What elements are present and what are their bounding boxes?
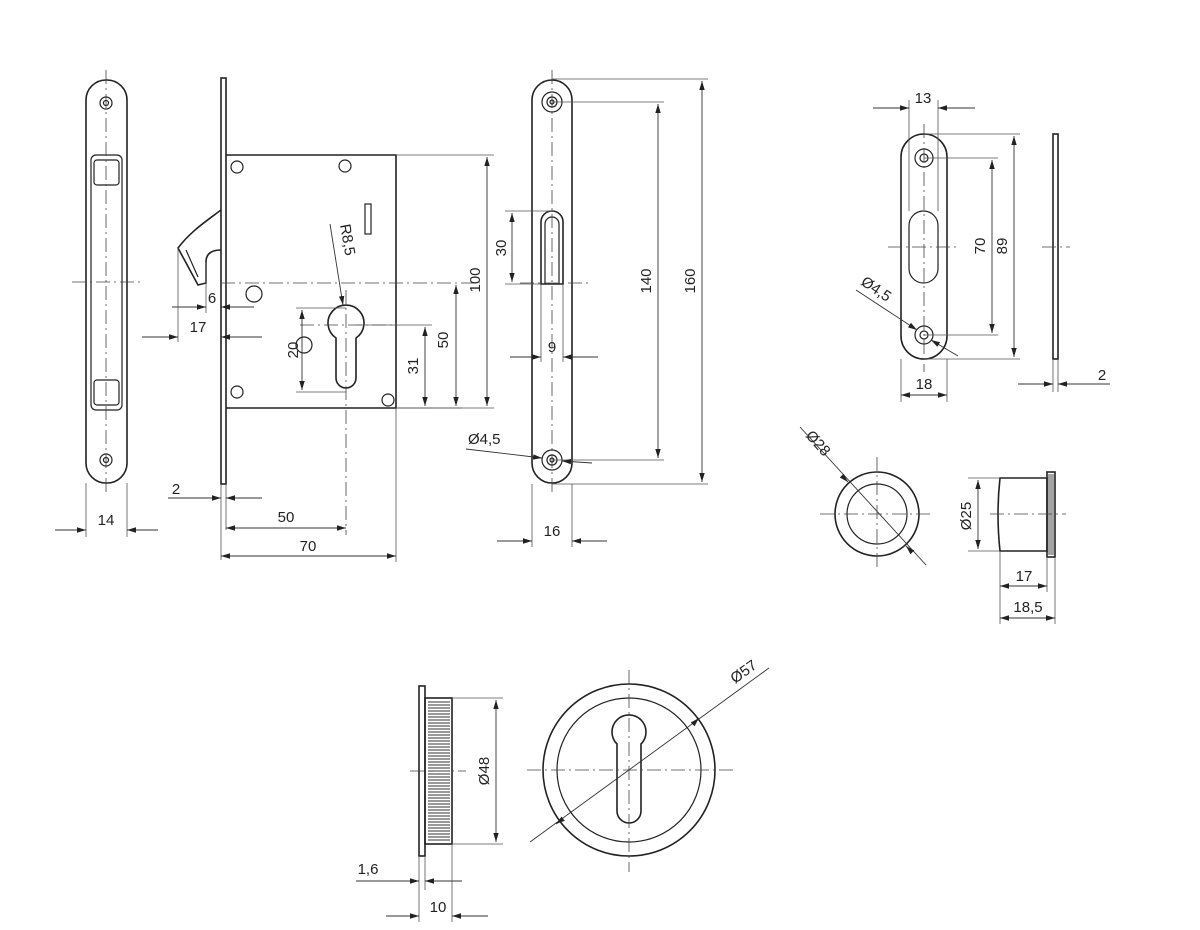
strike-plate-side-view: 2 (1018, 133, 1110, 392)
dim-14: 14 (98, 512, 115, 529)
dim-17: 17 (190, 319, 207, 336)
dim-16: 16 (544, 523, 561, 540)
dim-140: 140 (638, 268, 655, 293)
dim-70-vertical: 70 (972, 238, 989, 255)
dim-70-horizontal: 70 (300, 538, 317, 555)
dim-phi-25: Ø25 (958, 502, 975, 530)
dim-2-strike: 2 (1098, 367, 1106, 384)
dim-160: 160 (682, 268, 699, 293)
lock-front-view: R8,5 6 17 20 31 50 100 (142, 77, 494, 562)
dim-phi-4-5-faceplate: Ø4,5 (468, 431, 501, 448)
dim-phi-28: Ø28 (802, 427, 834, 459)
dim-9: 9 (548, 339, 556, 356)
dim-1-6: 1,6 (358, 861, 379, 878)
rosette-side-view: Ø48 1,6 10 (356, 685, 503, 922)
dim-phi-57: Ø57 (727, 657, 760, 687)
faceplate-view: 30 9 140 160 Ø4,5 16 (465, 70, 708, 547)
dim-10: 10 (430, 899, 447, 916)
rosette-front-view: Ø57 (527, 657, 770, 872)
dim-6: 6 (208, 290, 216, 307)
dim-89: 89 (994, 238, 1011, 255)
dim-50-horizontal: 50 (278, 509, 295, 526)
dim-phi-4-5-strike: Ø4,5 (858, 273, 894, 305)
dim-30: 30 (493, 240, 510, 257)
small-cup-front-view: Ø28 (799, 426, 934, 571)
dim-31: 31 (405, 358, 422, 375)
dim-2-faceplate: 2 (172, 481, 180, 498)
dim-100: 100 (467, 267, 484, 292)
dim-17-cup: 17 (1016, 568, 1033, 585)
dim-18-5: 18,5 (1013, 599, 1042, 616)
strike-plate-view: 13 70 89 Ø4,5 18 (855, 90, 1020, 402)
dim-18: 18 (916, 376, 933, 393)
lock-side-view: 14 (55, 70, 158, 537)
dim-20: 20 (285, 342, 302, 359)
dim-50-vertical: 50 (435, 332, 452, 349)
dim-phi-48: Ø48 (476, 757, 493, 785)
dim-13: 13 (915, 90, 932, 107)
small-cup-side-view: Ø25 17 18,5 (958, 471, 1066, 624)
dim-r8-5: R8,5 (336, 223, 358, 257)
